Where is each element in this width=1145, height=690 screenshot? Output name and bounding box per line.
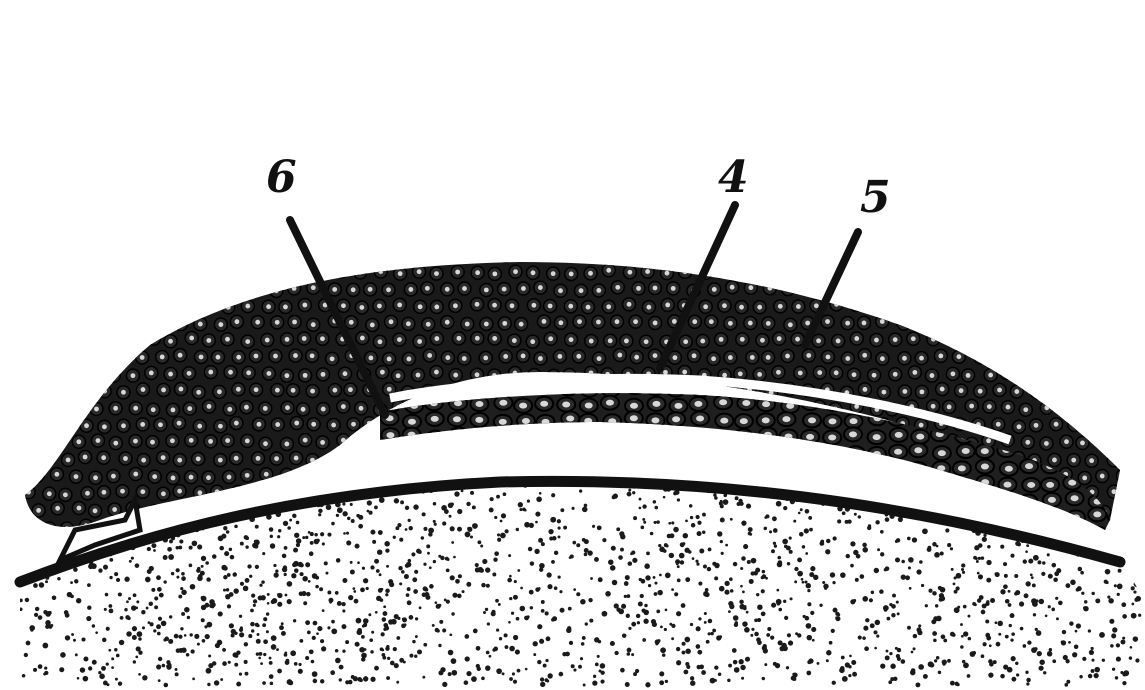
label-5: 5 xyxy=(860,172,891,223)
label-6: 6 xyxy=(266,152,297,203)
label-4: 4 xyxy=(718,152,749,203)
